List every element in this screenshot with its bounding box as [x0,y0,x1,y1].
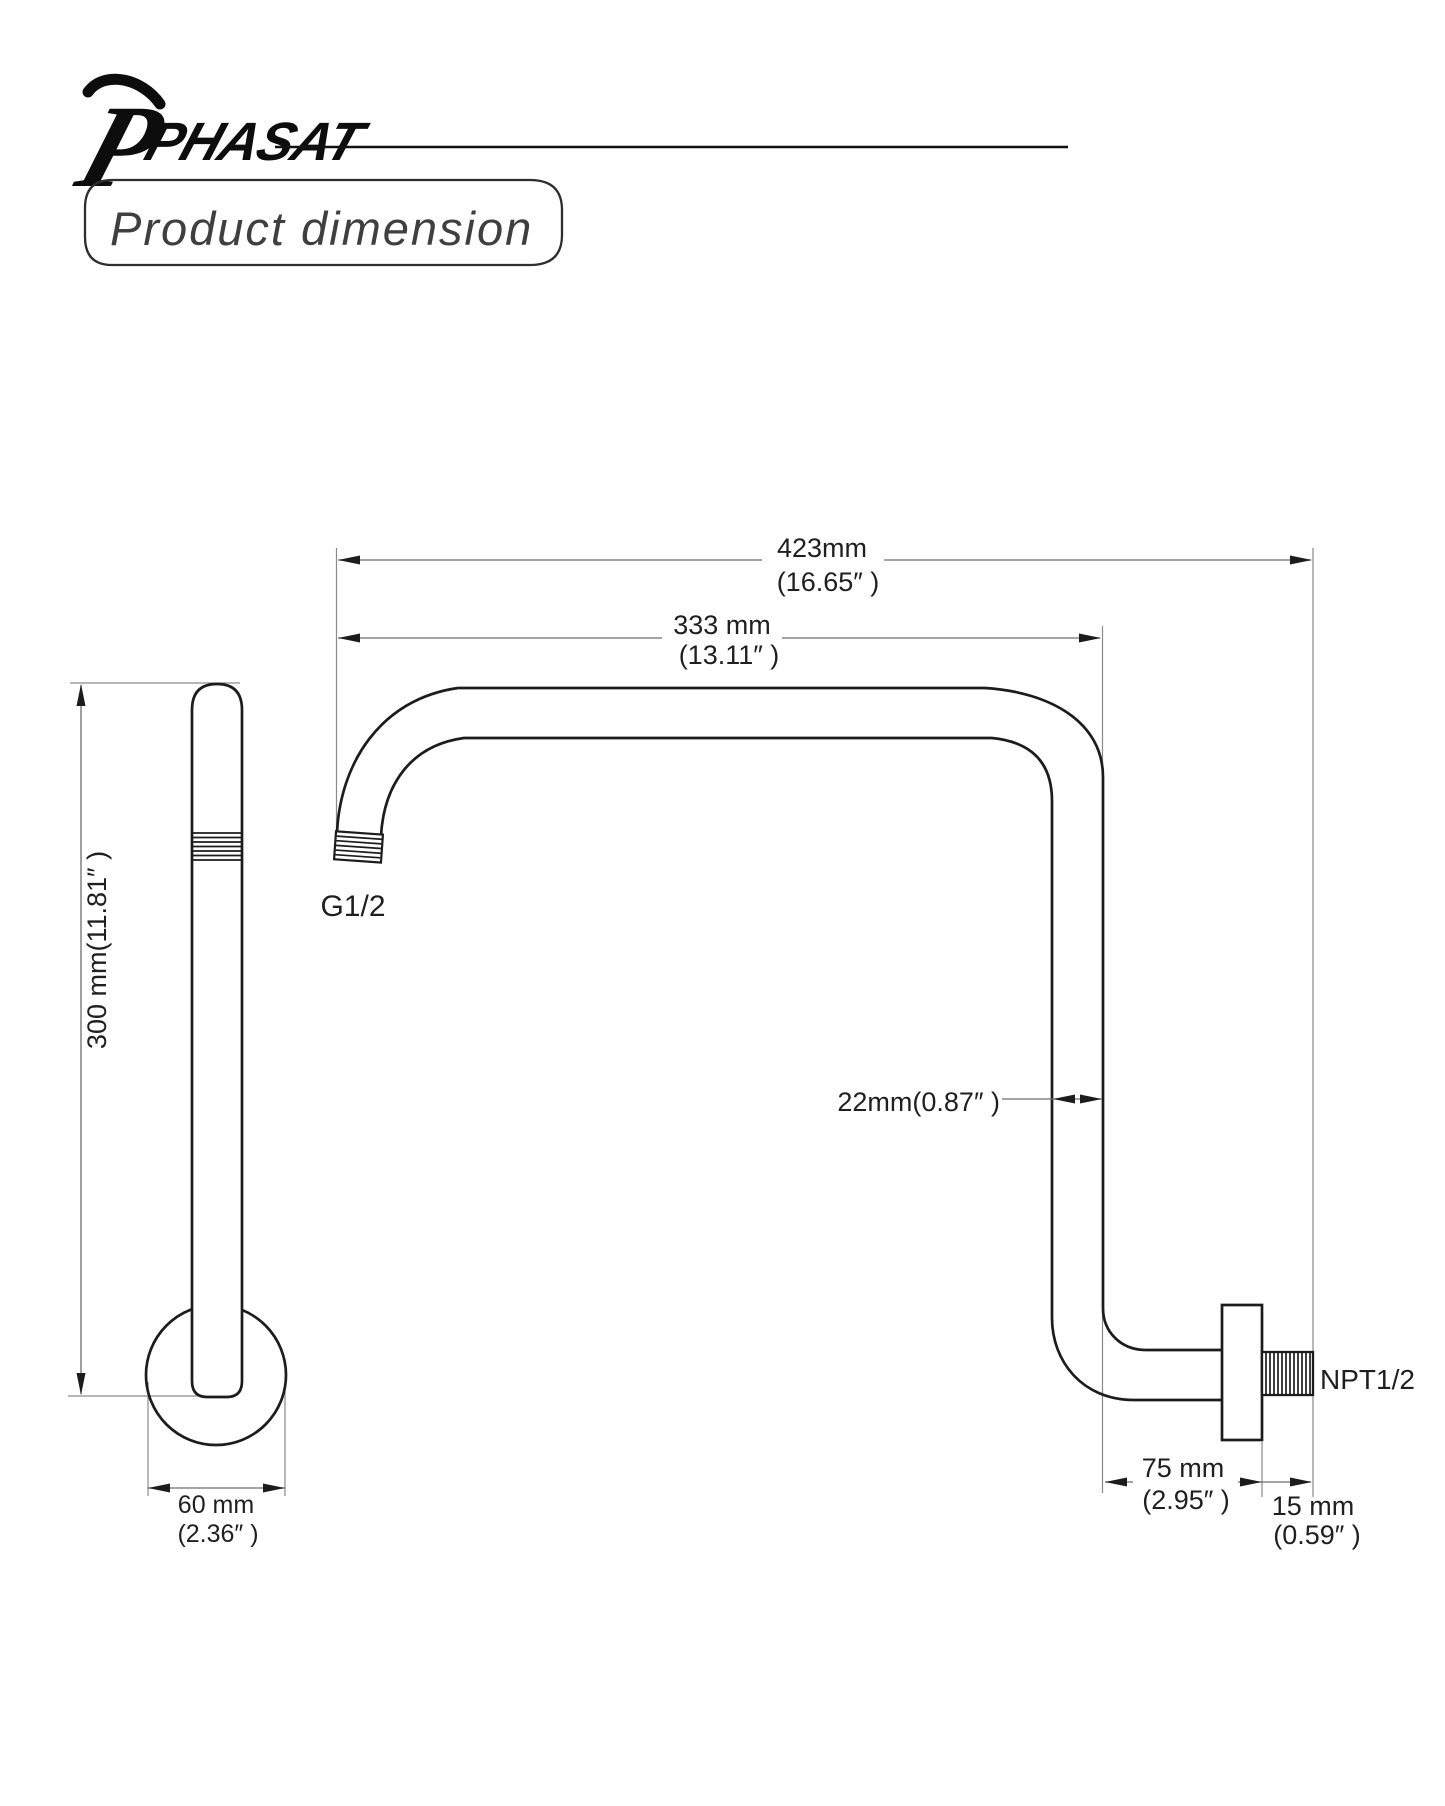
dim-tube-diameter: 22mm(0.87″ ) [837,1087,1000,1117]
arm-outer-edge [335,686,1222,1352]
side-view-threads [193,832,241,861]
dimension-lines [76,555,1312,1493]
side-view-tube [190,682,244,1399]
outlet-thread-label: NPT1/2 [1320,1364,1415,1395]
dim-flange-offset-mm: 75 mm [1142,1453,1225,1483]
dim-overall-width-in: (16.65″ ) [777,567,880,597]
badge-outline [83,178,564,267]
nipple-thread-hatch [1265,1353,1311,1394]
main-view-drawing [332,686,1315,1442]
product-dimension-badge: Product dimension [83,178,564,267]
outlet-thread-nipple [1260,1350,1315,1397]
dim-flange-diameter-in: (2.36″ ) [177,1520,258,1548]
dim-reach-mm: 333 mm [673,610,771,640]
page-title: Product dimension [110,202,533,255]
phasat-logo: P PHASAT [62,73,375,212]
dim-flange-diameter-mm: 60 mm [178,1491,254,1519]
logo-letters-hasat: PHASAT [138,111,375,171]
dim-reach-in: (13.11″ ) [679,640,780,670]
dim-thread-length-mm: 15 mm [1272,1491,1355,1521]
dimension-labels: 423mm (16.65″ ) 333 mm (13.11″ ) 22mm(0.… [82,533,1415,1550]
arm-inner-edge [379,736,1222,1402]
side-view-drawing [144,682,288,1447]
dim-flange-offset-in: (2.95″ ) [1142,1485,1230,1515]
dim-overall-width-mm: 423mm [777,533,867,563]
dim-thread-length-in: (0.59″ ) [1273,1520,1361,1550]
logo-swash [82,73,166,110]
wall-flange [1220,1303,1264,1442]
extension-lines [68,548,1314,1497]
dim-side-height: 300 mm(11.81″ ) [82,851,112,1049]
inlet-thread-label: G1/2 [320,890,385,923]
inlet-thread-tip [332,830,385,864]
